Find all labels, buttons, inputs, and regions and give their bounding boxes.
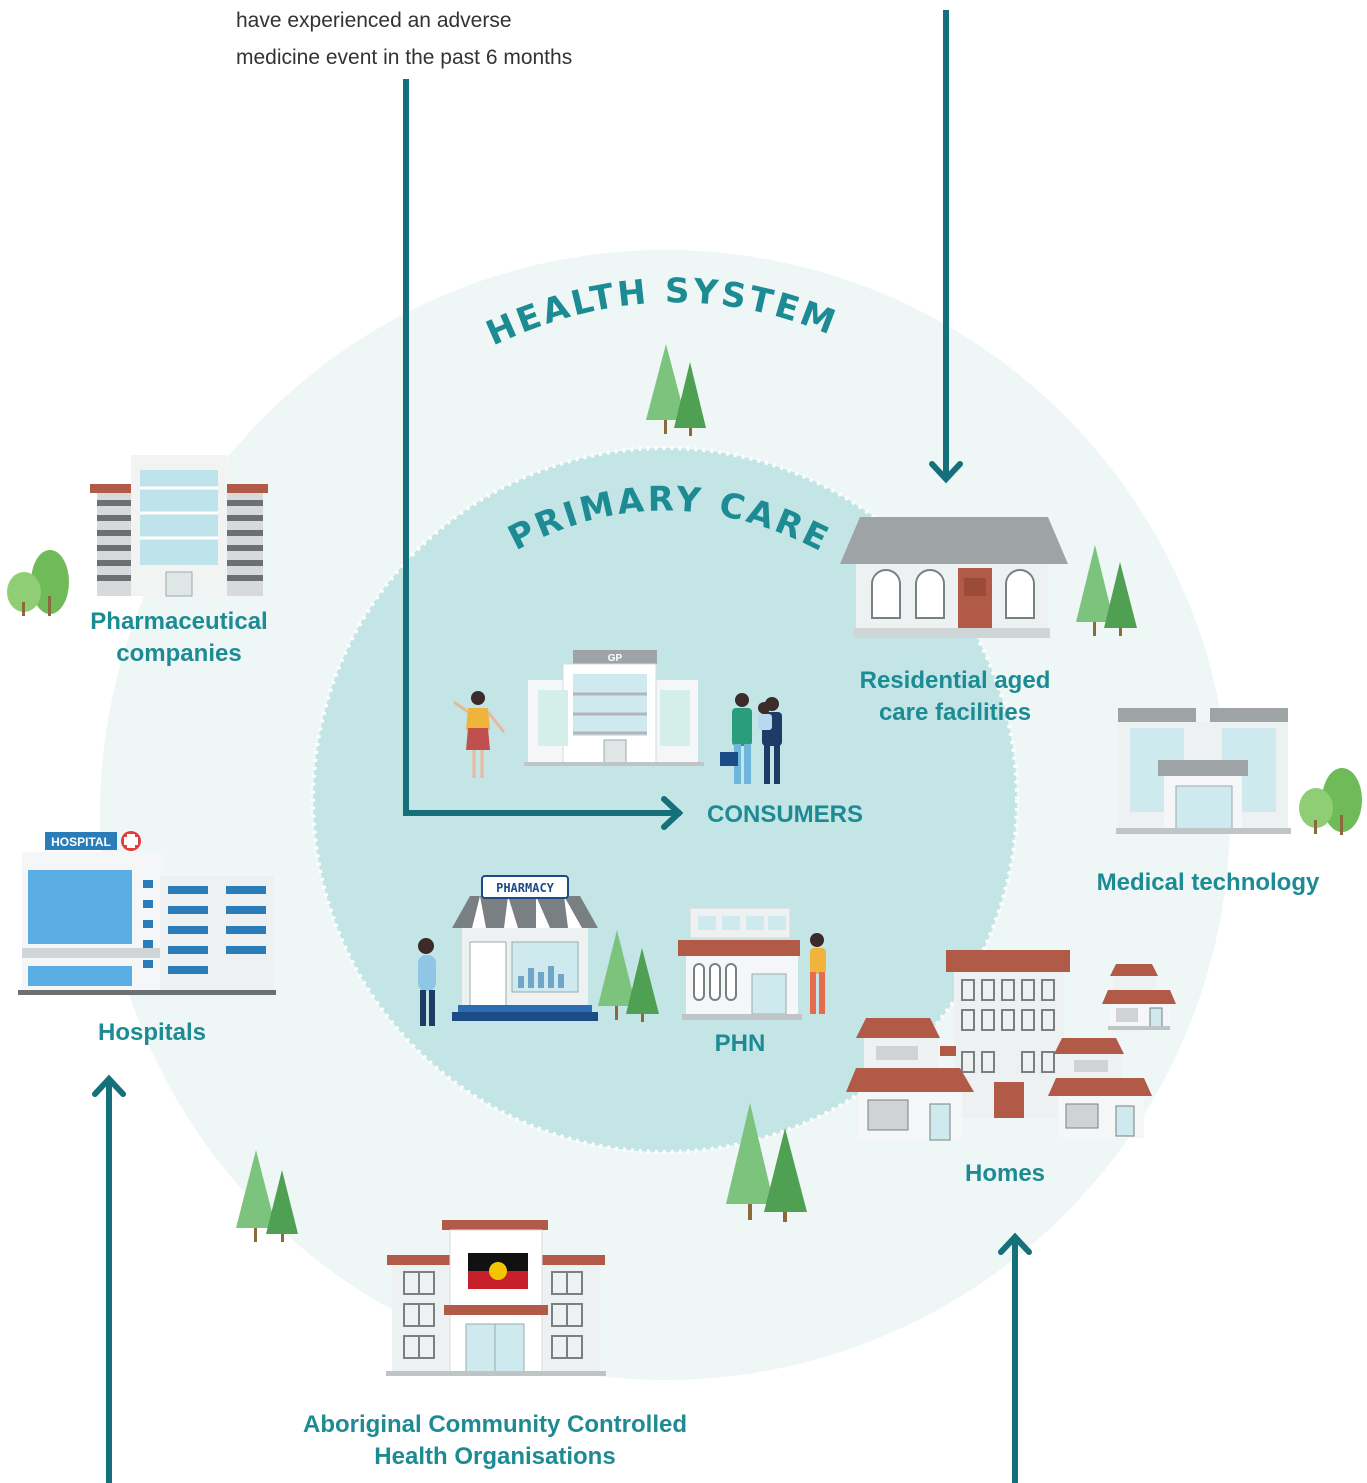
intro-text: have experienced an adverse medicine eve… xyxy=(236,2,572,76)
pharmacy-building-icon xyxy=(452,896,598,1021)
homes-cluster-icon xyxy=(846,950,1176,1141)
person-icon xyxy=(418,938,436,1026)
pharma-label-line-2: companies xyxy=(116,640,242,667)
hospital-building-icon xyxy=(18,831,276,995)
residential-label-line-1: Residential aged xyxy=(859,667,1051,694)
accho-label-line-2: Health Organisations xyxy=(374,1443,616,1470)
residential-care-building-icon xyxy=(840,517,1068,638)
pharmaceutical-companies-label: Pharmaceutical companies xyxy=(60,606,298,670)
intro-line-2: medicine event in the past 6 months xyxy=(236,46,573,69)
tree-icon xyxy=(646,344,706,436)
phn-label: PHN xyxy=(714,1030,766,1057)
accho-label-line-1: Aboriginal Community Controlled xyxy=(303,1411,687,1438)
pharmacy-sign: PHARMACY xyxy=(496,881,555,895)
accho-label: Aboriginal Community Controlled Health O… xyxy=(230,1409,760,1473)
tree-icon xyxy=(236,1150,298,1242)
homes-label: Homes xyxy=(964,1160,1046,1187)
gp-sign: GP xyxy=(608,653,623,664)
hospital-sign: HOSPITAL xyxy=(51,835,111,849)
arrow-to-consumers xyxy=(403,79,684,830)
person-icon xyxy=(453,691,506,778)
tree-icon xyxy=(1299,768,1362,835)
arrow-to-residential-care xyxy=(929,10,963,484)
family-icon xyxy=(720,693,782,784)
intro-line-1: have experienced an adverse xyxy=(236,9,512,32)
gp-clinic-icon xyxy=(524,650,704,766)
residential-aged-care-label: Residential aged care facilities xyxy=(830,665,1080,729)
pharma-label-line-1: Pharmaceutical xyxy=(90,608,268,635)
tree-icon xyxy=(1076,545,1137,636)
accho-building-icon xyxy=(386,1220,606,1376)
consumers-label: CONSUMERS xyxy=(706,801,863,828)
residential-label-line-2: care facilities xyxy=(878,699,1032,726)
tree-icon xyxy=(598,930,659,1022)
medical-technology-building-icon xyxy=(1116,708,1291,834)
medical-technology-label: Medical technology xyxy=(1096,869,1320,896)
hospitals-label: Hospitals xyxy=(97,1019,207,1046)
tree-icon xyxy=(7,550,69,616)
arrow-to-hospitals xyxy=(92,1074,126,1483)
pharmaceutical-building-icon xyxy=(90,455,268,597)
phn-building-icon xyxy=(678,907,802,1020)
person-icon xyxy=(810,933,826,1014)
tree-icon xyxy=(726,1103,807,1222)
arrow-to-homes xyxy=(998,1232,1032,1483)
